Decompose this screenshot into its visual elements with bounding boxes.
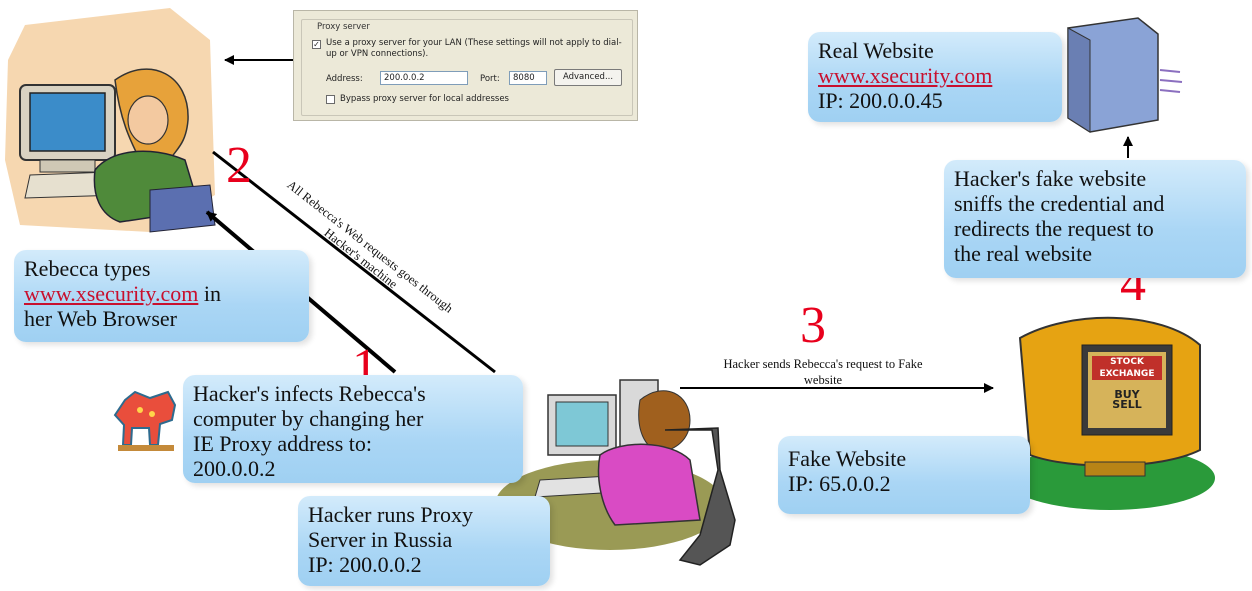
bypass-label: Bypass proxy server for local addresses <box>340 94 509 104</box>
real-box-line3: IP: 200.0.0.45 <box>818 88 943 113</box>
infect-box-line4: 200.0.0.2 <box>193 456 276 481</box>
fake-website-monitor-icon <box>1005 316 1215 510</box>
sniff-box-line2: sniffs the credential and <box>954 191 1165 216</box>
infect-box-line3: IE Proxy address to: <box>193 431 373 456</box>
hacker-box-line3: IP: 200.0.0.2 <box>308 552 422 577</box>
hacker-box-line1: Hacker runs Proxy <box>308 502 473 527</box>
requests-line <box>212 150 496 374</box>
rebecca-box-line2-suffix: in <box>198 281 221 306</box>
proxy-server-group: Proxy server ✓ Use a proxy server for yo… <box>301 19 633 116</box>
stock-sign-title1: STOCK <box>1092 356 1162 368</box>
address-label: Address: <box>326 74 363 84</box>
proxy-group-label: Proxy server <box>315 22 372 32</box>
rebecca-box-line3: her Web Browser <box>24 306 178 331</box>
fake-website-box: Fake Website IP: 65.0.0.2 <box>778 436 1030 514</box>
rebecca-computer-illustration <box>5 8 216 233</box>
rebecca-box-line1: Rebecca types <box>24 256 151 281</box>
address-input[interactable]: 200.0.0.2 <box>380 71 468 85</box>
fake-request-label-line2: website <box>803 373 843 387</box>
proxy-settings-dialog: Proxy server ✓ Use a proxy server for yo… <box>293 10 638 121</box>
real-website-server-icon <box>1067 17 1183 133</box>
stock-sign-buy: BUY <box>1114 388 1140 401</box>
port-label: Port: <box>480 74 500 84</box>
sniff-box-line3: redirects the request to <box>954 216 1154 241</box>
advanced-button[interactable]: Advanced... <box>554 69 622 86</box>
hacker-box-line2: Server in Russia <box>308 527 453 552</box>
fake-box-line2: IP: 65.0.0.2 <box>788 471 891 496</box>
real-website-link[interactable]: www.xsecurity.com <box>818 63 993 88</box>
infect-box-line1: Hacker's infects Rebecca's <box>193 381 426 406</box>
rebecca-box-line2: www.xsecurity.com in <box>24 281 299 306</box>
use-proxy-checkbox[interactable]: ✓ <box>312 40 321 49</box>
hacker-proxy-box: Hacker runs Proxy Server in Russia IP: 2… <box>298 496 550 586</box>
rebecca-types-box: Rebecca types www.xsecurity.com in her W… <box>14 250 309 342</box>
fake-request-label-line1: Hacker sends Rebecca's request to Fake <box>723 357 923 371</box>
fake-box-line1: Fake Website <box>788 446 907 471</box>
bypass-checkbox[interactable] <box>326 95 335 104</box>
port-input[interactable]: 8080 <box>509 71 547 85</box>
fake-site-sniffs-box: Hacker's fake website sniffs the credent… <box>944 160 1246 278</box>
trojan-horse-icon <box>113 390 177 451</box>
fake-request-arrow-label: Hacker sends Rebecca's request to Fake w… <box>688 356 958 388</box>
sniff-box-line1: Hacker's fake website <box>954 166 1147 191</box>
rebecca-website-link[interactable]: www.xsecurity.com <box>24 281 199 306</box>
stock-exchange-sign: STOCK EXCHANGE BUY SELL <box>1092 356 1162 410</box>
use-proxy-label: Use a proxy server for your LAN (These s… <box>326 38 622 59</box>
real-website-box: Real Website www.xsecurity.com IP: 200.0… <box>808 32 1062 122</box>
sniff-box-line4: the real website <box>954 241 1093 266</box>
infect-box-line2: computer by changing her <box>193 406 424 431</box>
stock-sign-title2: EXCHANGE <box>1092 368 1162 380</box>
hacker-computer-illustration <box>495 379 736 566</box>
step-3-number: 3 <box>800 297 826 354</box>
hacker-infects-box: Hacker's infects Rebecca's computer by c… <box>183 375 523 483</box>
stock-sign-sell: SELL <box>1112 398 1142 411</box>
real-box-line1: Real Website <box>818 38 934 63</box>
step-2-number: 2 <box>226 137 252 194</box>
